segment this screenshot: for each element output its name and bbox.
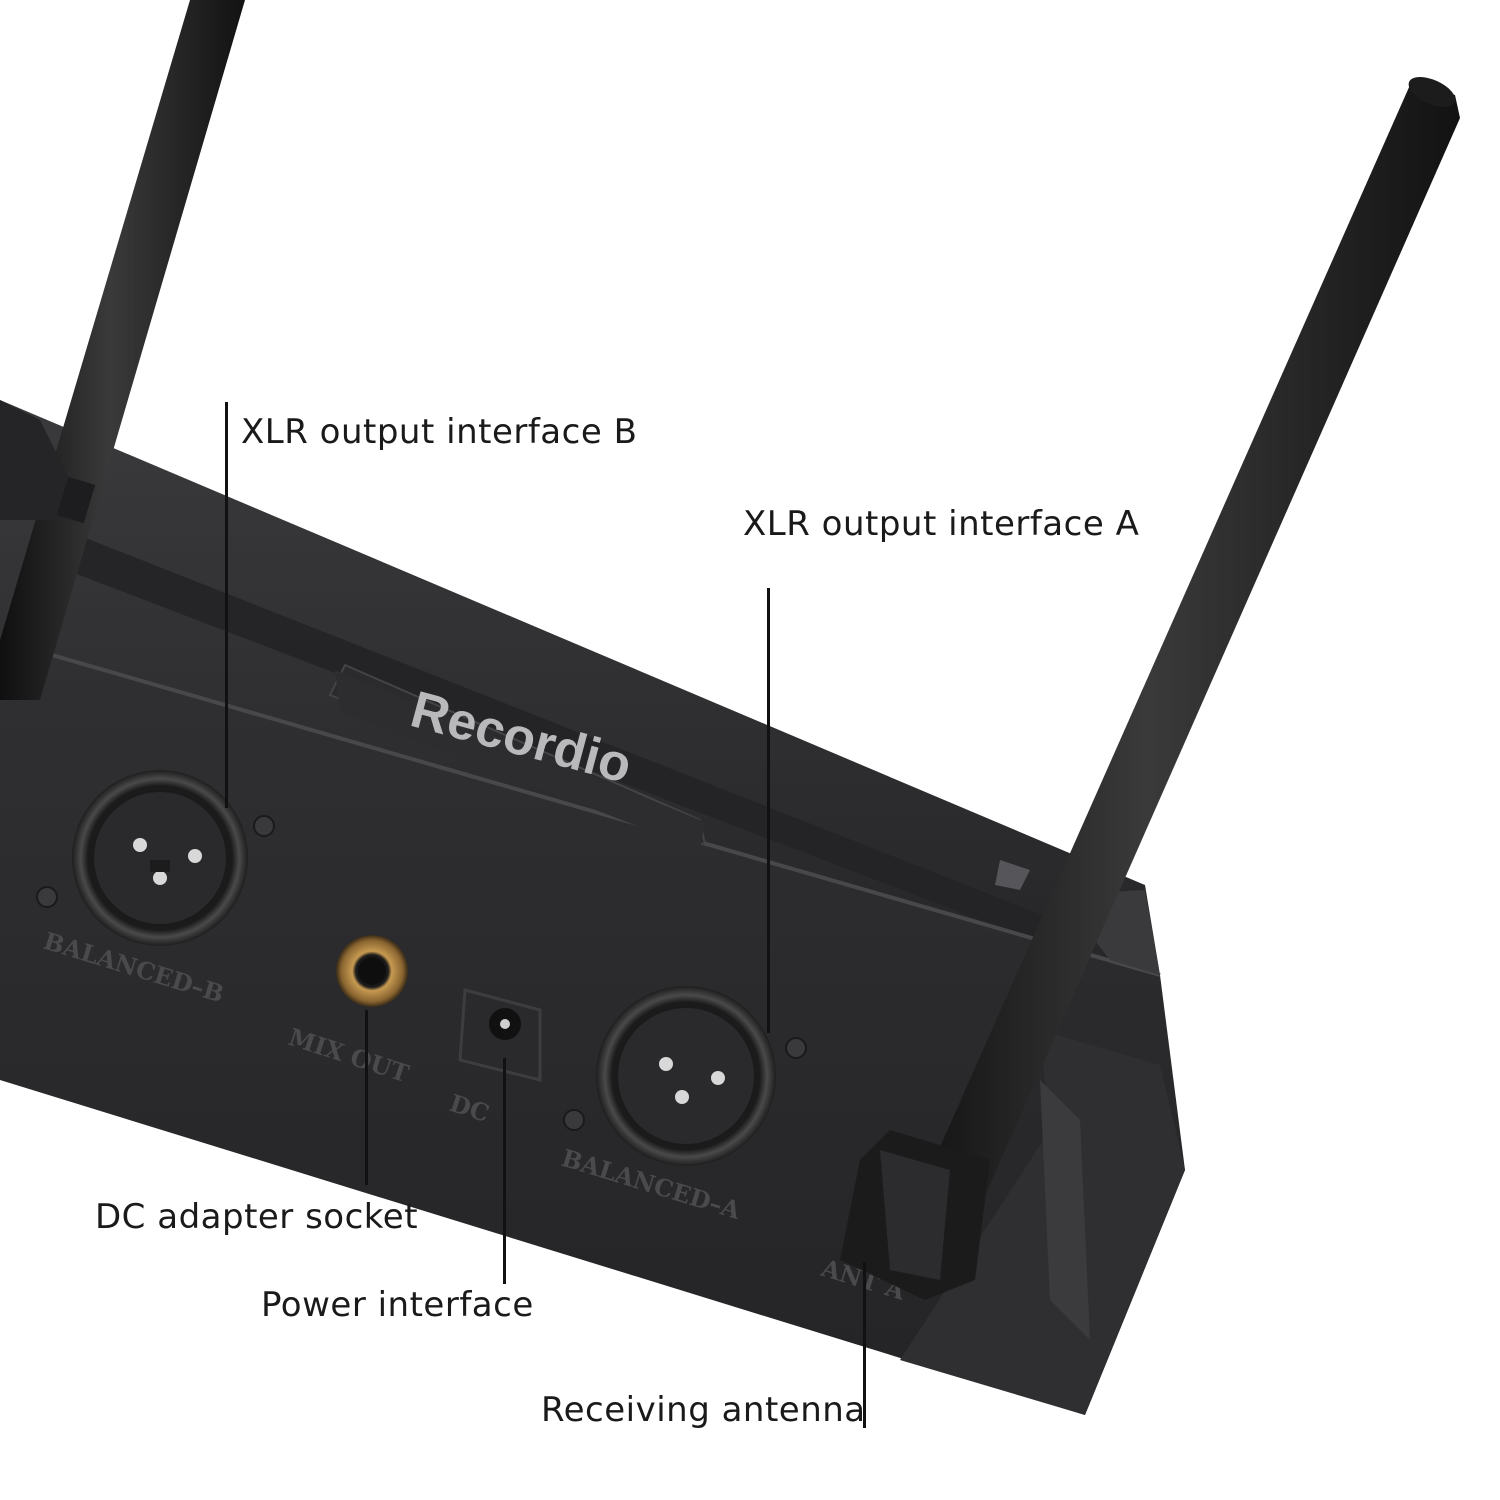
xlr-port-b (72, 770, 248, 946)
callout-dc-socket: DC adapter socket (95, 1197, 419, 1237)
leader-xlr-b (225, 402, 228, 808)
left-antenna (0, 0, 245, 700)
leader-antenna (863, 1262, 866, 1428)
callout-power: Power interface (261, 1285, 534, 1325)
leader-xlr-a (767, 588, 770, 1033)
callout-antenna: Receiving antenna (541, 1390, 866, 1430)
xlr-port-a (596, 986, 776, 1166)
right-antenna (840, 77, 1460, 1300)
screws (36, 815, 807, 1131)
mix-out-jack (336, 935, 408, 1007)
dc-socket (458, 988, 542, 1082)
leader-power (503, 1058, 506, 1284)
receiver-body (0, 400, 1185, 1415)
leader-dc-socket (365, 1010, 368, 1185)
callout-xlr-a: XLR output interface A (743, 504, 1140, 544)
callout-xlr-b: XLR output interface B (241, 412, 638, 452)
